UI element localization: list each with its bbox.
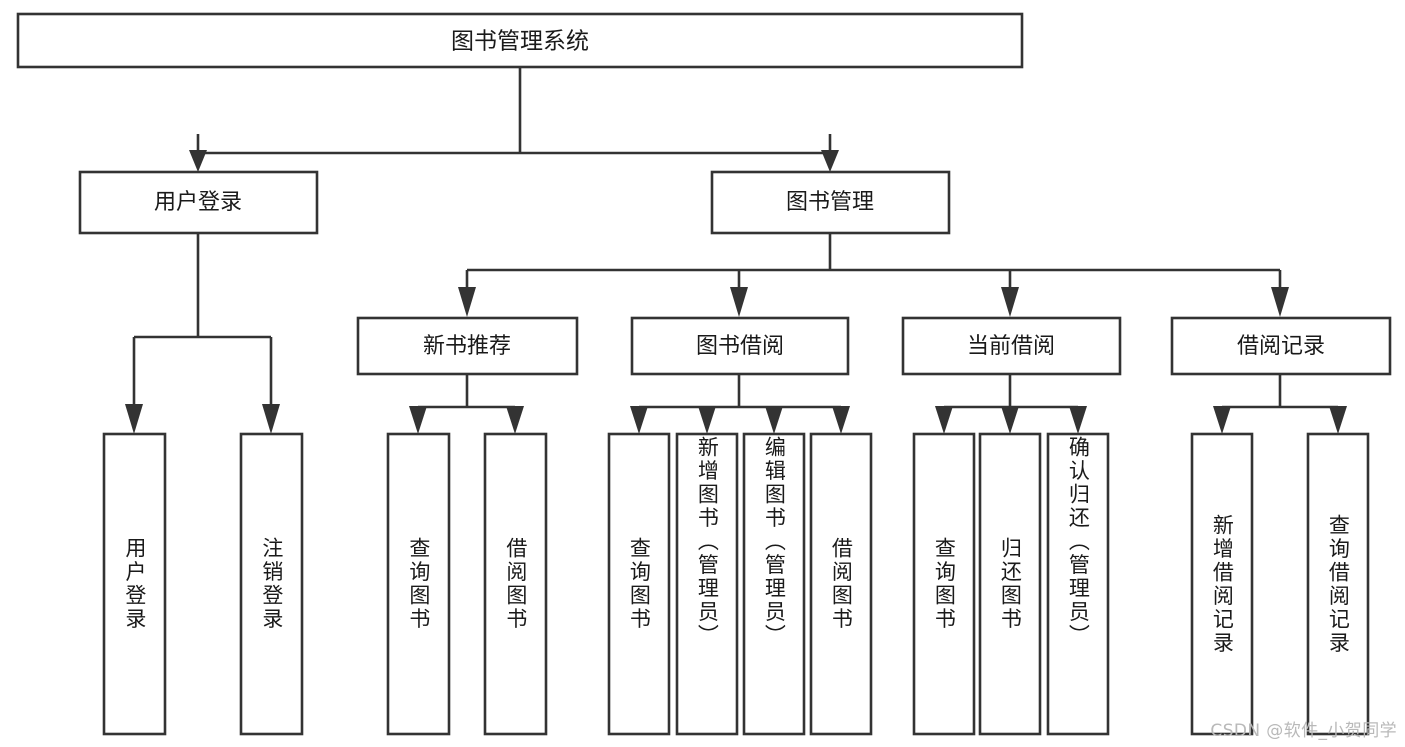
arrow-to-leaf-logout	[262, 404, 280, 434]
node-root-label: 图书管理系统	[451, 29, 589, 55]
node-borrow-record-label: 借阅记录	[1237, 334, 1325, 359]
arrow-to-currentborrow-leaf-1	[935, 406, 953, 434]
leaf-box-bookborrow-add[interactable]	[675, 432, 739, 736]
leaf-box-bookborrow-query[interactable]	[607, 432, 671, 736]
arrow-to-borrow-record	[1271, 287, 1289, 317]
node-user-login-box[interactable]	[78, 170, 319, 235]
node-book-manage-label: 图书管理	[786, 190, 874, 215]
arrow-to-borrowrecord-leaf-2	[1329, 406, 1347, 434]
node-new-book-recommend-box[interactable]	[356, 316, 579, 376]
leaf-box-bookborrow-borrow[interactable]	[809, 432, 873, 736]
arrow-to-bookborrow-leaf-3	[765, 406, 783, 434]
arrow-to-currentborrow-leaf-2	[1001, 406, 1019, 434]
leaf-box-user-login[interactable]	[102, 432, 167, 736]
leaf-box-newbook-borrow[interactable]	[483, 432, 548, 736]
node-user-login[interactable]: 用户登录	[78, 170, 319, 235]
node-new-book-recommend[interactable]: 新书推荐	[356, 316, 579, 376]
node-borrow-record-box[interactable]	[1170, 316, 1392, 376]
node-root-box[interactable]	[16, 12, 1024, 69]
arrow-to-bookborrow-leaf-4	[832, 406, 850, 434]
arrow-to-leaf-user-login	[125, 404, 143, 434]
node-current-borrow[interactable]: 当前借阅	[901, 316, 1122, 376]
node-user-login-label: 用户登录	[154, 190, 242, 215]
arrow-to-new-book-recommend	[458, 287, 476, 317]
arrow-to-borrowrecord-leaf-1	[1213, 406, 1231, 434]
arrow-to-bookborrow-leaf-2	[698, 406, 716, 434]
leaf-box-bookborrow-edit[interactable]	[742, 432, 806, 736]
connector-layer	[125, 67, 1347, 434]
leaf-box-record-add[interactable]	[1190, 432, 1254, 736]
arrow-to-bookborrow-leaf-1	[630, 406, 648, 434]
arrow-to-book-manage	[821, 150, 839, 172]
node-book-borrow[interactable]: 图书借阅	[630, 316, 850, 376]
node-book-borrow-box[interactable]	[630, 316, 850, 376]
node-book-manage-box[interactable]	[710, 170, 951, 235]
leaf-box-currentborrow-query[interactable]	[912, 432, 976, 736]
node-new-book-recommend-label: 新书推荐	[423, 334, 511, 359]
node-current-borrow-label: 当前借阅	[967, 334, 1055, 359]
arrow-to-newbook-leaf-2	[506, 406, 524, 434]
node-root[interactable]: 图书管理系统	[16, 12, 1024, 69]
node-book-borrow-label: 图书借阅	[696, 334, 784, 359]
node-borrow-record[interactable]: 借阅记录	[1170, 316, 1392, 376]
node-book-manage[interactable]: 图书管理	[710, 170, 951, 235]
arrow-to-user-login	[189, 150, 207, 172]
arrow-to-currentborrow-leaf-3	[1069, 406, 1087, 434]
csdn-watermark: CSDN @软件_小贺同学	[1210, 721, 1397, 741]
leaf-box-record-query[interactable]	[1306, 432, 1370, 736]
leaf-box-newbook-query[interactable]	[386, 432, 451, 736]
leaf-box-logout[interactable]	[239, 432, 304, 736]
leaf-box-currentborrow-return[interactable]	[978, 432, 1042, 736]
arrow-to-newbook-leaf-1	[409, 406, 427, 434]
node-current-borrow-box[interactable]	[901, 316, 1122, 376]
arrow-to-book-borrow	[730, 287, 748, 317]
arrow-to-current-borrow	[1001, 287, 1019, 317]
leaf-box-currentborrow-confirm[interactable]	[1046, 432, 1110, 736]
